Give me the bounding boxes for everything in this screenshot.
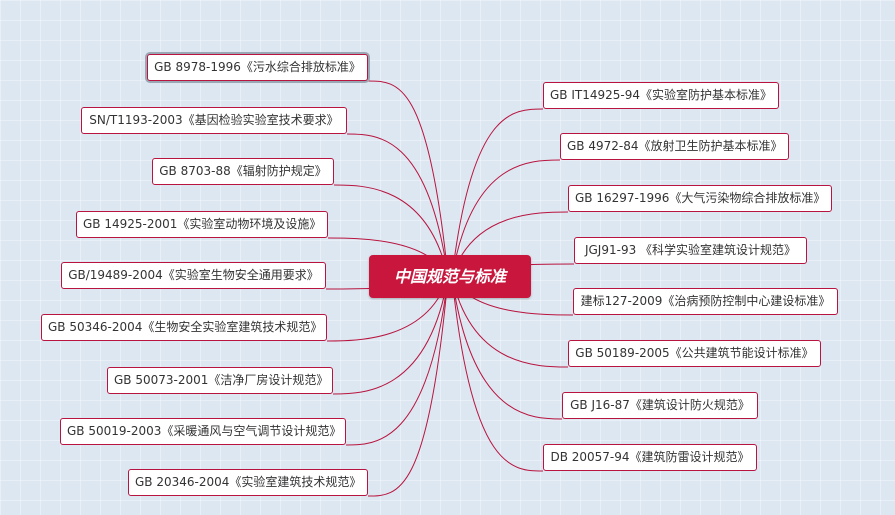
right-topic[interactable]: 建标127-2009《治病预防控制中心建设标准》	[573, 288, 838, 315]
left-topic[interactable]: GB 20346-2004《实验室建筑技术规范》	[128, 469, 368, 496]
connector-left	[333, 184, 449, 278]
connector-right	[451, 276, 544, 472]
left-topic[interactable]: GB 14925-2001《实验室动物环境及设施》	[76, 211, 328, 238]
connector-left	[345, 276, 449, 446]
left-topic[interactable]: GB 50073-2001《洁净厂房设计规范》	[107, 367, 333, 394]
connector-left	[367, 80, 449, 278]
left-topic[interactable]: GB 50019-2003《采暖通风与空气调节设计规范》	[60, 418, 346, 445]
right-topic[interactable]: GB 16297-1996《大气污染物综合排放标准》	[568, 185, 832, 212]
connector-right	[451, 159, 561, 278]
connector-right	[451, 108, 544, 278]
right-topic[interactable]: GB IT14925-94《实验室防护基本标准》	[543, 82, 779, 109]
connector-right	[451, 276, 569, 368]
connector-left	[332, 276, 449, 395]
right-topic[interactable]: GB 4972-84《放射卫生防护基本标准》	[560, 133, 789, 160]
left-topic[interactable]: GB 50346-2004《生物安全实验室建筑技术规范》	[41, 314, 327, 341]
left-topic[interactable]: SN/T1193-2003《基因检验实验室技术要求》	[81, 107, 347, 134]
center-topic[interactable]: 中国规范与标准	[369, 255, 531, 298]
right-topic[interactable]: JGJ91-93 《科学实验室建筑设计规范》	[574, 237, 807, 264]
connector-right	[451, 276, 563, 420]
right-topic[interactable]: GB J16-87《建筑设计防火规范》	[562, 392, 758, 419]
connector-left	[367, 276, 449, 497]
connector-left	[346, 133, 449, 278]
left-topic[interactable]: GB/19489-2004《实验室生物安全通用要求》	[61, 262, 326, 289]
left-topic[interactable]: GB 8703-88《辐射防护规定》	[152, 158, 334, 185]
left-topic[interactable]: GB 8978-1996《污水综合排放标准》	[147, 54, 368, 81]
right-topic[interactable]: GB 50189-2005《公共建筑节能设计标准》	[568, 340, 821, 367]
right-topic[interactable]: DB 20057-94《建筑防雷设计规范》	[543, 444, 757, 471]
